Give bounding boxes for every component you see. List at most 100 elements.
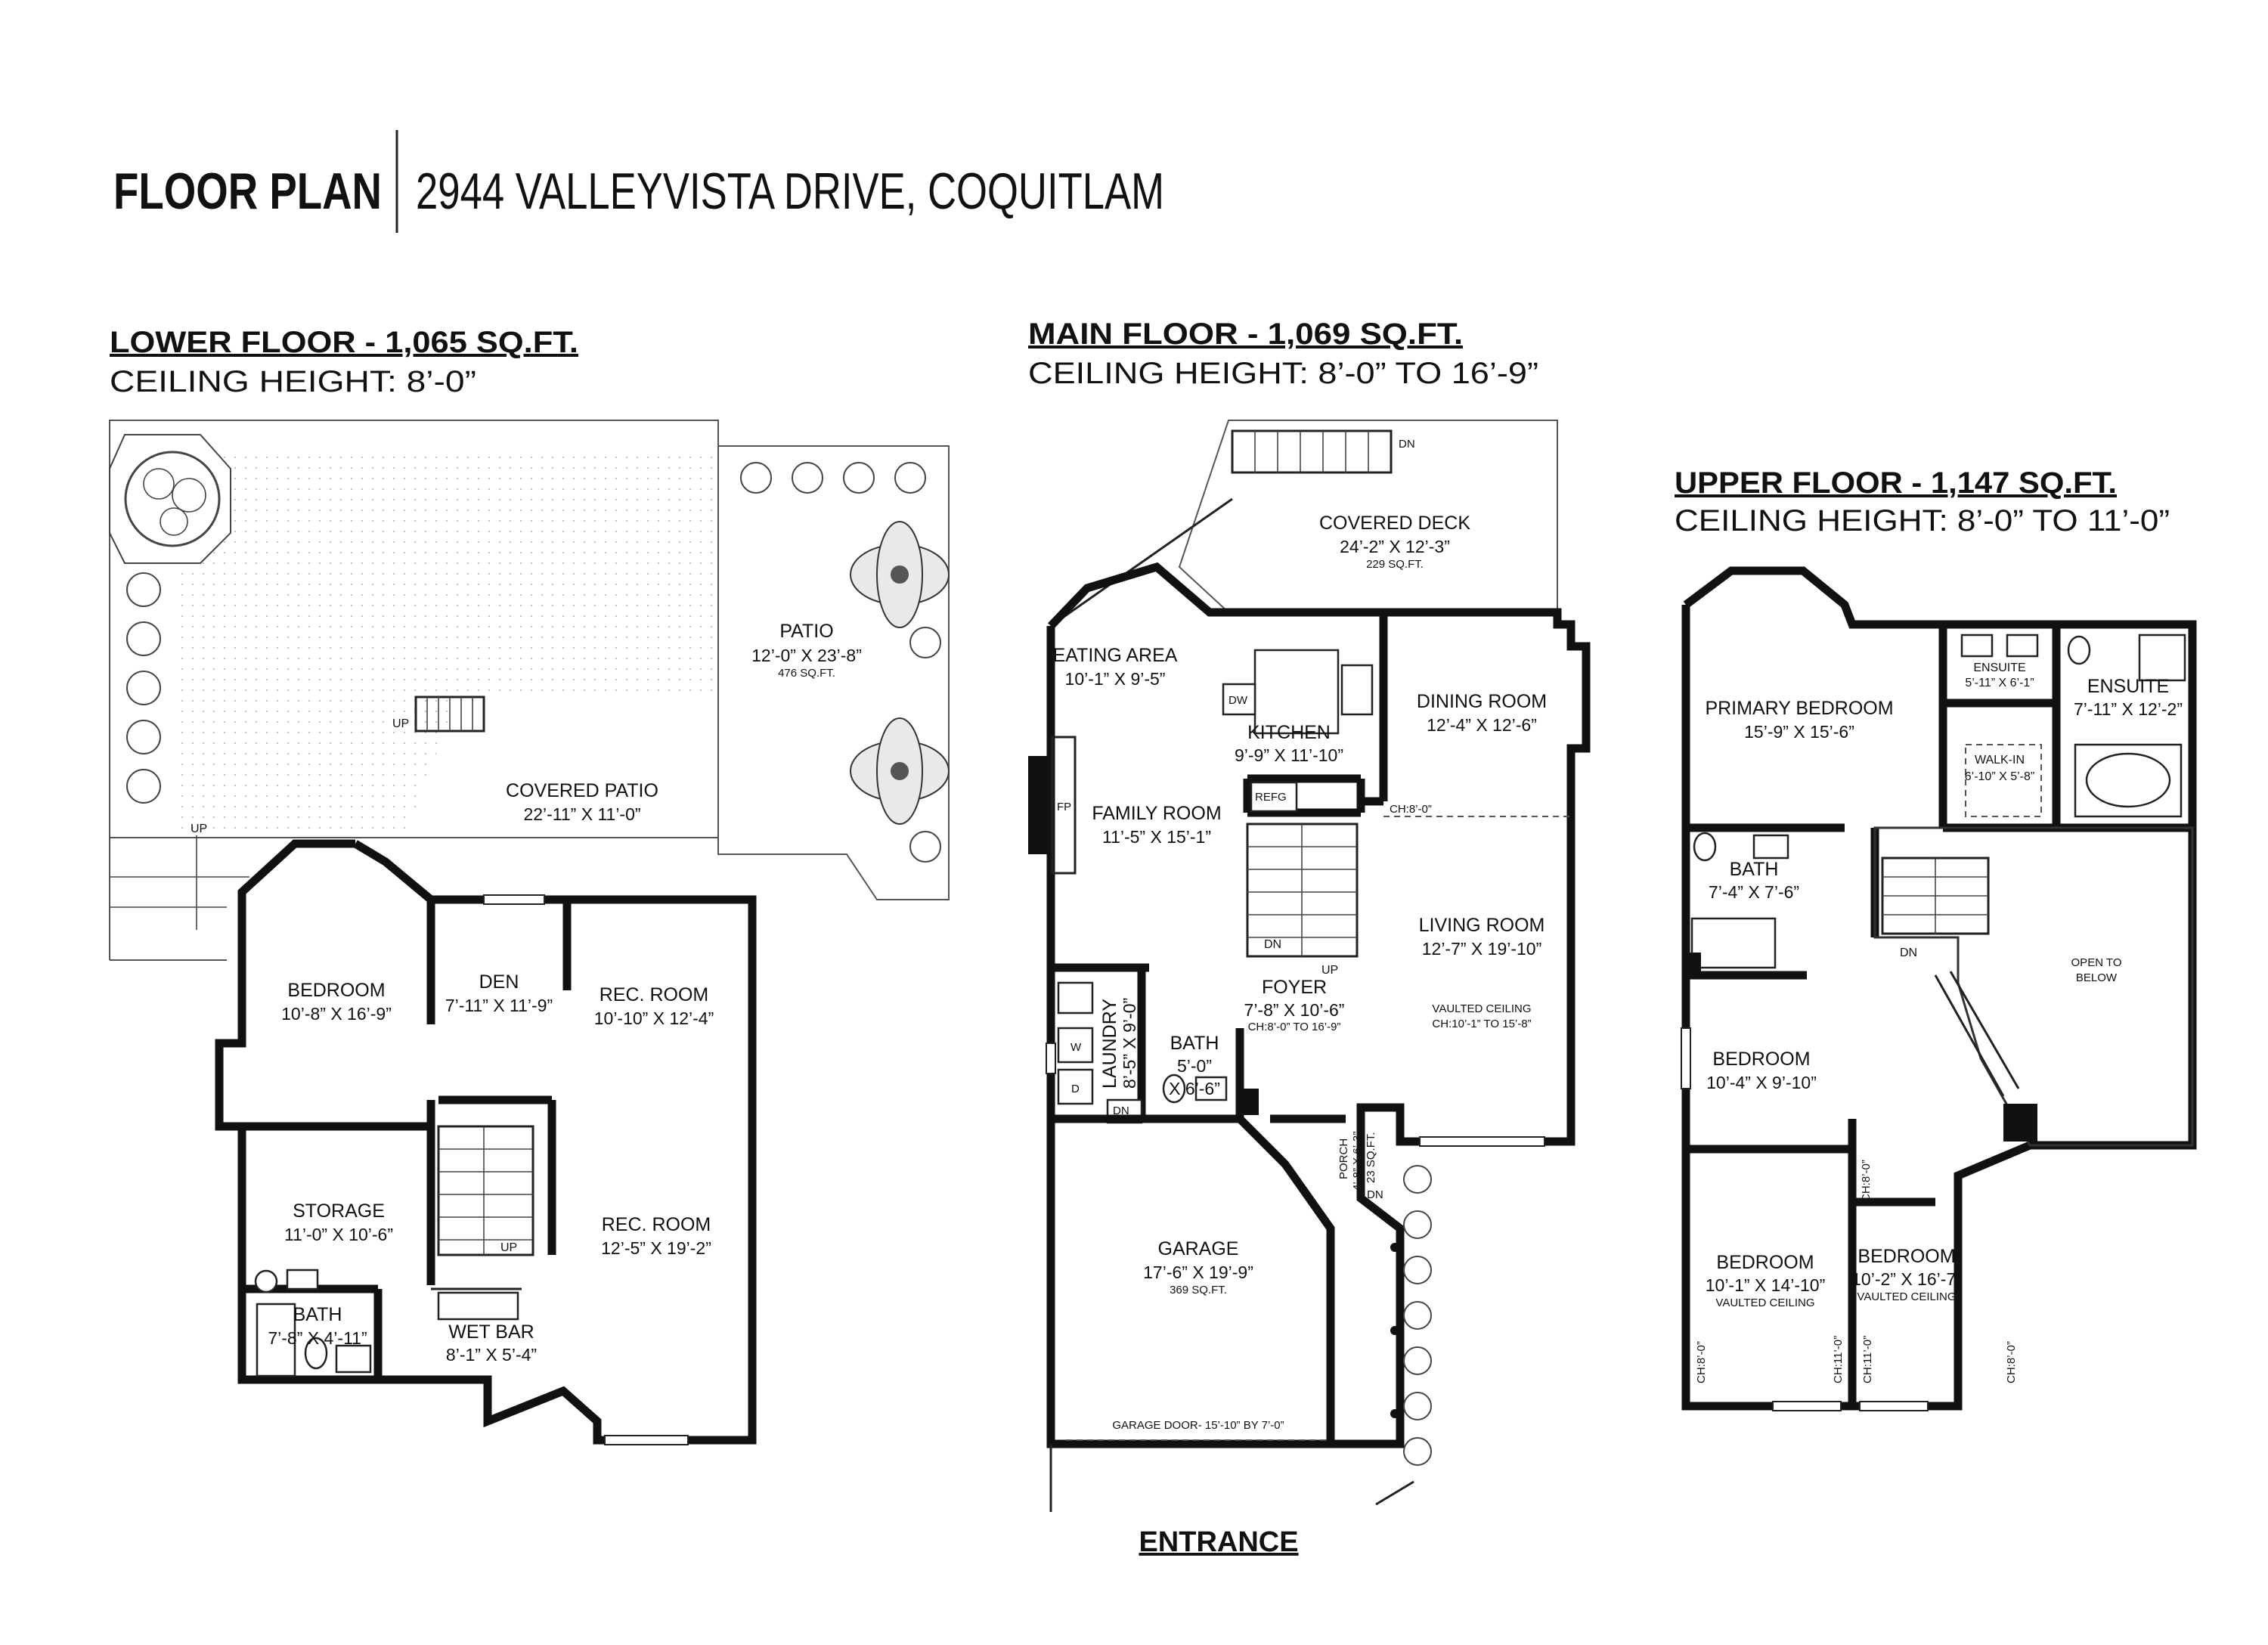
- lower-up-yard-label: UP: [191, 822, 207, 835]
- family-room-label: FAMILY ROOM: [1092, 803, 1221, 824]
- washer-icon: [1057, 1027, 1094, 1064]
- page-header: FLOOR PLAN 2944 VALLEYVISTA DRIVE, COQUI…: [113, 130, 1164, 233]
- main-bath-dim-2: X 6’-6”: [1169, 1079, 1220, 1098]
- porch-area: 23 SQ.FT.: [1365, 1132, 1377, 1183]
- main-up-stair-label: UP: [1321, 964, 1338, 977]
- rec-room-2-label: REC. ROOM: [602, 1214, 711, 1235]
- bedroom-1-dim: 10’-4” X 9’-10”: [1706, 1073, 1817, 1092]
- bedroom-3-dim: 10’-2” X 16’-7”: [1851, 1269, 1962, 1289]
- dining-room-label: DINING ROOM: [1417, 691, 1547, 712]
- wet-bar-counter: [437, 1291, 519, 1321]
- den-dim: 7’-11” X 11’-9”: [445, 996, 553, 1015]
- palm-icon: [850, 717, 950, 825]
- upper-floor-title: UPPER FLOOR - 1,147 SQ.FT.: [1675, 466, 2117, 500]
- kitchen-island: [1253, 649, 1340, 735]
- living-room-vaulted: VAULTED CEILING: [1432, 1002, 1531, 1015]
- porch-label: PORCH: [1337, 1138, 1350, 1179]
- entrance-label: ENTRANCE: [1139, 1526, 1298, 1558]
- upper-bath-label: BATH: [1730, 859, 1779, 880]
- upper-dn-stair-label: DN: [1900, 946, 1917, 959]
- sink-icon: [335, 1344, 372, 1374]
- eating-area-dim: 10’-1” X 9’-5”: [1065, 669, 1166, 689]
- den-label: DEN: [479, 971, 519, 993]
- deck-stair: [1231, 429, 1393, 474]
- living-room-ch: CH:10’-1” TO 15’-8”: [1432, 1018, 1531, 1030]
- upper-bath-dim: 7’-4” X 7’-6”: [1709, 882, 1799, 902]
- wet-bar-dim: 8’-1” X 5’-4”: [446, 1345, 537, 1365]
- lower-bedroom-dim: 10’-8” X 16’-9”: [281, 1004, 392, 1024]
- dw-label: DW: [1228, 694, 1248, 707]
- bathtub-icon: [1690, 917, 1777, 969]
- shrub-icons: [126, 462, 941, 863]
- bedroom-3-label: BEDROOM: [1857, 1246, 1955, 1267]
- lower-floor-ceiling: CEILING HEIGHT: 8’-0”: [110, 365, 476, 398]
- lower-up-stair-label: UP: [500, 1241, 517, 1254]
- kitchen-dim: 9’-9” X 11’-10”: [1235, 745, 1343, 765]
- main-ch8-label: CH:8’-0”: [1390, 803, 1432, 816]
- primary-bedroom-dim: 15’-9” X 15’-6”: [1744, 722, 1854, 742]
- foyer-ch: CH:8’-0” TO 16’-9”: [1248, 1021, 1341, 1033]
- patio-dim: 12’-0” X 23’-8”: [751, 646, 862, 665]
- sink-icon: [1960, 634, 1994, 658]
- dryer-label: D: [1071, 1083, 1080, 1095]
- garage-area-label: 369 SQ.FT.: [1170, 1284, 1227, 1296]
- garage-dim: 17’-6” X 19’-9”: [1143, 1262, 1253, 1282]
- eating-area-label: EATING AREA: [1053, 645, 1178, 666]
- sink-icon: [1194, 1076, 1228, 1101]
- garage-door-label: GARAGE DOOR- 15’-10” BY 7’-0”: [1112, 1419, 1284, 1432]
- porch-dim: 4’-8” X 6’-3”: [1351, 1132, 1364, 1191]
- ch11-label-a: CH:11’-0”: [1832, 1336, 1845, 1383]
- washer-label: W: [1070, 1041, 1082, 1054]
- rec-room-1-label: REC. ROOM: [600, 984, 708, 1005]
- main-stair: [1246, 822, 1359, 958]
- dining-room-dim: 12’-4” X 12’-6”: [1427, 715, 1537, 735]
- main-dn-stair-label: DN: [1264, 938, 1281, 951]
- primary-bedroom-label: PRIMARY BEDROOM: [1705, 698, 1893, 719]
- upper-floor-plan: DN PRIMARY BEDROOM 15’-9” X 15’-6” ENSUI…: [1681, 566, 2197, 1411]
- fireplace-icon: [1028, 756, 1051, 854]
- dryer-icon: [1057, 1068, 1094, 1105]
- patio-label: PATIO: [779, 621, 833, 642]
- lower-bath-label: BATH: [293, 1304, 342, 1325]
- wet-bar-label: WET BAR: [448, 1321, 534, 1343]
- lower-floor-title: LOWER FLOOR - 1,065 SQ.FT.: [110, 326, 578, 359]
- covered-patio-dim: 22’-11” X 11’-0”: [523, 804, 640, 824]
- sink-icon: [2006, 634, 2039, 658]
- lower-exterior-wall: [215, 839, 757, 1445]
- storage-dim: 11’-0” X 10’-6”: [284, 1225, 393, 1244]
- main-bath-label: BATH: [1170, 1033, 1219, 1054]
- main-floor-ceiling: CEILING HEIGHT: 8’-0” TO 16’-9”: [1028, 357, 1538, 390]
- toilet-icon: [2067, 635, 2091, 665]
- property-address: 2944 VALLEYVISTA DRIVE, COQUITLAM: [416, 163, 1164, 220]
- covered-patio-label: COVERED PATIO: [506, 780, 658, 801]
- bedroom-3-vaulted: VAULTED CEILING: [1857, 1290, 1956, 1303]
- open-to-below-label-2: BELOW: [2076, 971, 2118, 984]
- laundry-dn-label: DN: [1113, 1104, 1129, 1117]
- ch8-label-b: CH:8’-0”: [1695, 1341, 1708, 1383]
- kitchen-label: KITCHEN: [1247, 722, 1331, 743]
- main-bath-dim: 5’-0”: [1177, 1056, 1212, 1076]
- ensuite-2-dim: 7’-11” X 12’-2”: [2074, 699, 2183, 719]
- ch8-label-c: CH:8’-0”: [2005, 1341, 2018, 1383]
- lower-bedroom-label: BEDROOM: [287, 980, 385, 1001]
- garage-label: GARAGE: [1158, 1238, 1239, 1259]
- living-room-label: LIVING ROOM: [1419, 915, 1545, 936]
- bedroom-2-label: BEDROOM: [1716, 1252, 1814, 1273]
- patio-area-label: 476 SQ.FT.: [778, 667, 835, 680]
- porch-dn-label: DN: [1367, 1188, 1383, 1201]
- ensuite-2-label: ENSUITE: [2087, 676, 2169, 697]
- covered-deck-dim: 24’-2” X 12’-3”: [1340, 537, 1450, 556]
- foyer-dim: 7’-8” X 10’-6”: [1244, 1000, 1345, 1020]
- lower-stair: [437, 1125, 534, 1256]
- dishwasher-icon: [1222, 683, 1256, 716]
- rec-room-1-dim: 10’-10” X 12’-4”: [594, 1008, 714, 1028]
- bedroom-2-vaulted: VAULTED CEILING: [1715, 1296, 1814, 1309]
- side-patio: [717, 445, 950, 900]
- ch11-label-b: CH:11’-0”: [1861, 1336, 1874, 1383]
- walk-in-label: WALK-IN: [1975, 754, 2025, 767]
- page-title: FLOOR PLAN: [113, 163, 382, 220]
- main-floor-title: MAIN FLOOR - 1,069 SQ.FT.: [1028, 318, 1463, 351]
- family-room-dim: 11’-5” X 15’-1”: [1102, 827, 1211, 847]
- upper-floor-ceiling: CEILING HEIGHT: 8’-0” TO 11’-0”: [1675, 504, 2170, 537]
